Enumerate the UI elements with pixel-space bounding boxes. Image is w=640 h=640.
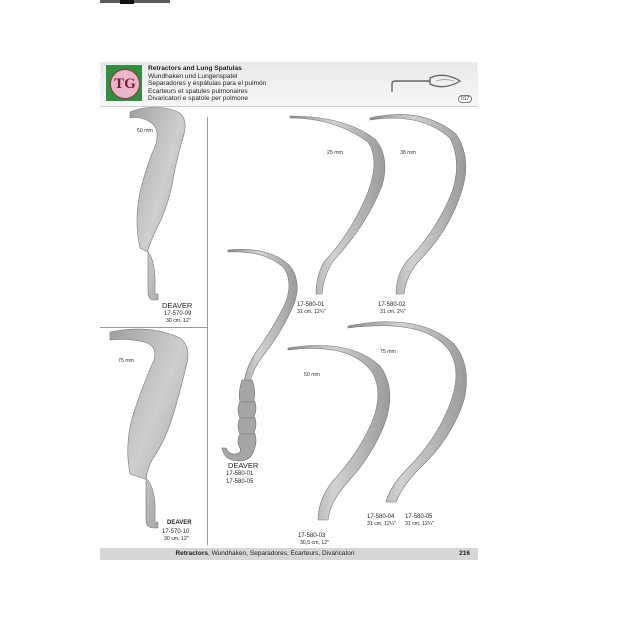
width-label-580-01: 25 mm — [327, 150, 343, 156]
width-label-580-05: 75 mm — [380, 349, 396, 355]
deaver-75mm-retractor — [109, 328, 189, 529]
code-17-580-01: 17-580-01 — [297, 302, 325, 308]
subtitle-german: Wundhaken und Lungenspatel — [148, 72, 238, 80]
footer-caption: Retractors, Wundhaken, Separadores, Ecar… — [100, 550, 430, 557]
page-number: 216 — [459, 550, 470, 557]
size-17-580-01: 31 cm, 12¼" — [297, 309, 326, 315]
page-footer: Retractors, Wundhaken, Separadores, Ecar… — [100, 548, 478, 560]
code-17-580-05: 17-580-05 — [405, 514, 433, 520]
retractor-50mm-s-curve — [287, 345, 391, 521]
subtitle-french: Ecarteurs et spatules pulmonaires — [148, 87, 248, 95]
size-17-570-10: 30 cm, 12" — [164, 536, 189, 542]
size-17-580-05: 31 cm, 12¼" — [405, 521, 434, 527]
page-header: TG Retractors and Lung Spatulas Wundhake… — [100, 62, 478, 107]
width-label-deaver-09: 50 mm — [137, 128, 153, 134]
instrument-illustrations — [109, 106, 467, 529]
page-code-badge: 017 — [458, 95, 473, 103]
footer-caption-rest: , Wundhaken, Separadores, Ecarteurs, Div… — [207, 550, 355, 557]
deaver-handled-retractor-blade — [227, 249, 298, 383]
retractor-25mm-s-curve — [289, 115, 386, 295]
deaver-50mm-retractor — [129, 106, 186, 301]
width-label-580-02: 38 mm — [400, 150, 416, 156]
scan-edge-mark-dark — [120, 0, 134, 4]
footer-caption-bold: Retractors — [175, 550, 208, 557]
scan-edge-mark — [100, 0, 170, 3]
retractor-38mm-s-curve — [369, 114, 467, 295]
subtitle-italian: Divaricatori e spatole per polmone — [148, 95, 249, 103]
width-label-deaver-10: 75 mm — [118, 358, 134, 364]
column-divider — [207, 117, 208, 545]
code-deaver-580-01: 17-580-01 — [226, 471, 254, 477]
row-divider — [100, 327, 207, 328]
header-titles: Retractors and Lung Spatulas Wundhaken u… — [148, 65, 266, 103]
retractor-75mm-s-curve — [347, 321, 467, 503]
code-deaver-580-05: 17-580-05 — [226, 479, 254, 485]
code-17-580-02: 17-580-02 — [378, 302, 406, 308]
code-17-570-09: 17-570-09 — [164, 311, 192, 317]
page-title: Retractors and Lung Spatulas — [148, 65, 242, 72]
size-17-580-02: 31 cm, 2¼" — [380, 309, 407, 315]
name-deaver-09: DEAVER — [162, 301, 193, 310]
subtitle-spanish: Separadores y espátulas para el pulmón — [148, 80, 267, 88]
code-17-580-04: 17-580-04 — [367, 514, 395, 520]
name-deaver-580: DEAVER — [228, 461, 259, 470]
brand-logo: TG — [106, 65, 142, 101]
name-deaver-10: DEAVER — [167, 520, 192, 526]
code-17-570-10: 17-570-10 — [162, 529, 190, 535]
code-17-580-03: 17-580-03 — [298, 533, 326, 539]
width-label-580-03: 50 mm — [304, 372, 320, 378]
size-17-580-03: 30,5 cm, 12" — [300, 540, 329, 546]
size-17-570-09: 30 cm, 12" — [166, 318, 191, 324]
brand-logo-monogram: TG — [110, 69, 140, 99]
header-retractor-icon — [391, 74, 462, 92]
deaver-handle-grip — [221, 379, 257, 462]
size-17-580-04: 31 cm, 12¼" — [367, 521, 396, 527]
catalog-page: TG Retractors and Lung Spatulas Wundhake… — [100, 62, 478, 560]
